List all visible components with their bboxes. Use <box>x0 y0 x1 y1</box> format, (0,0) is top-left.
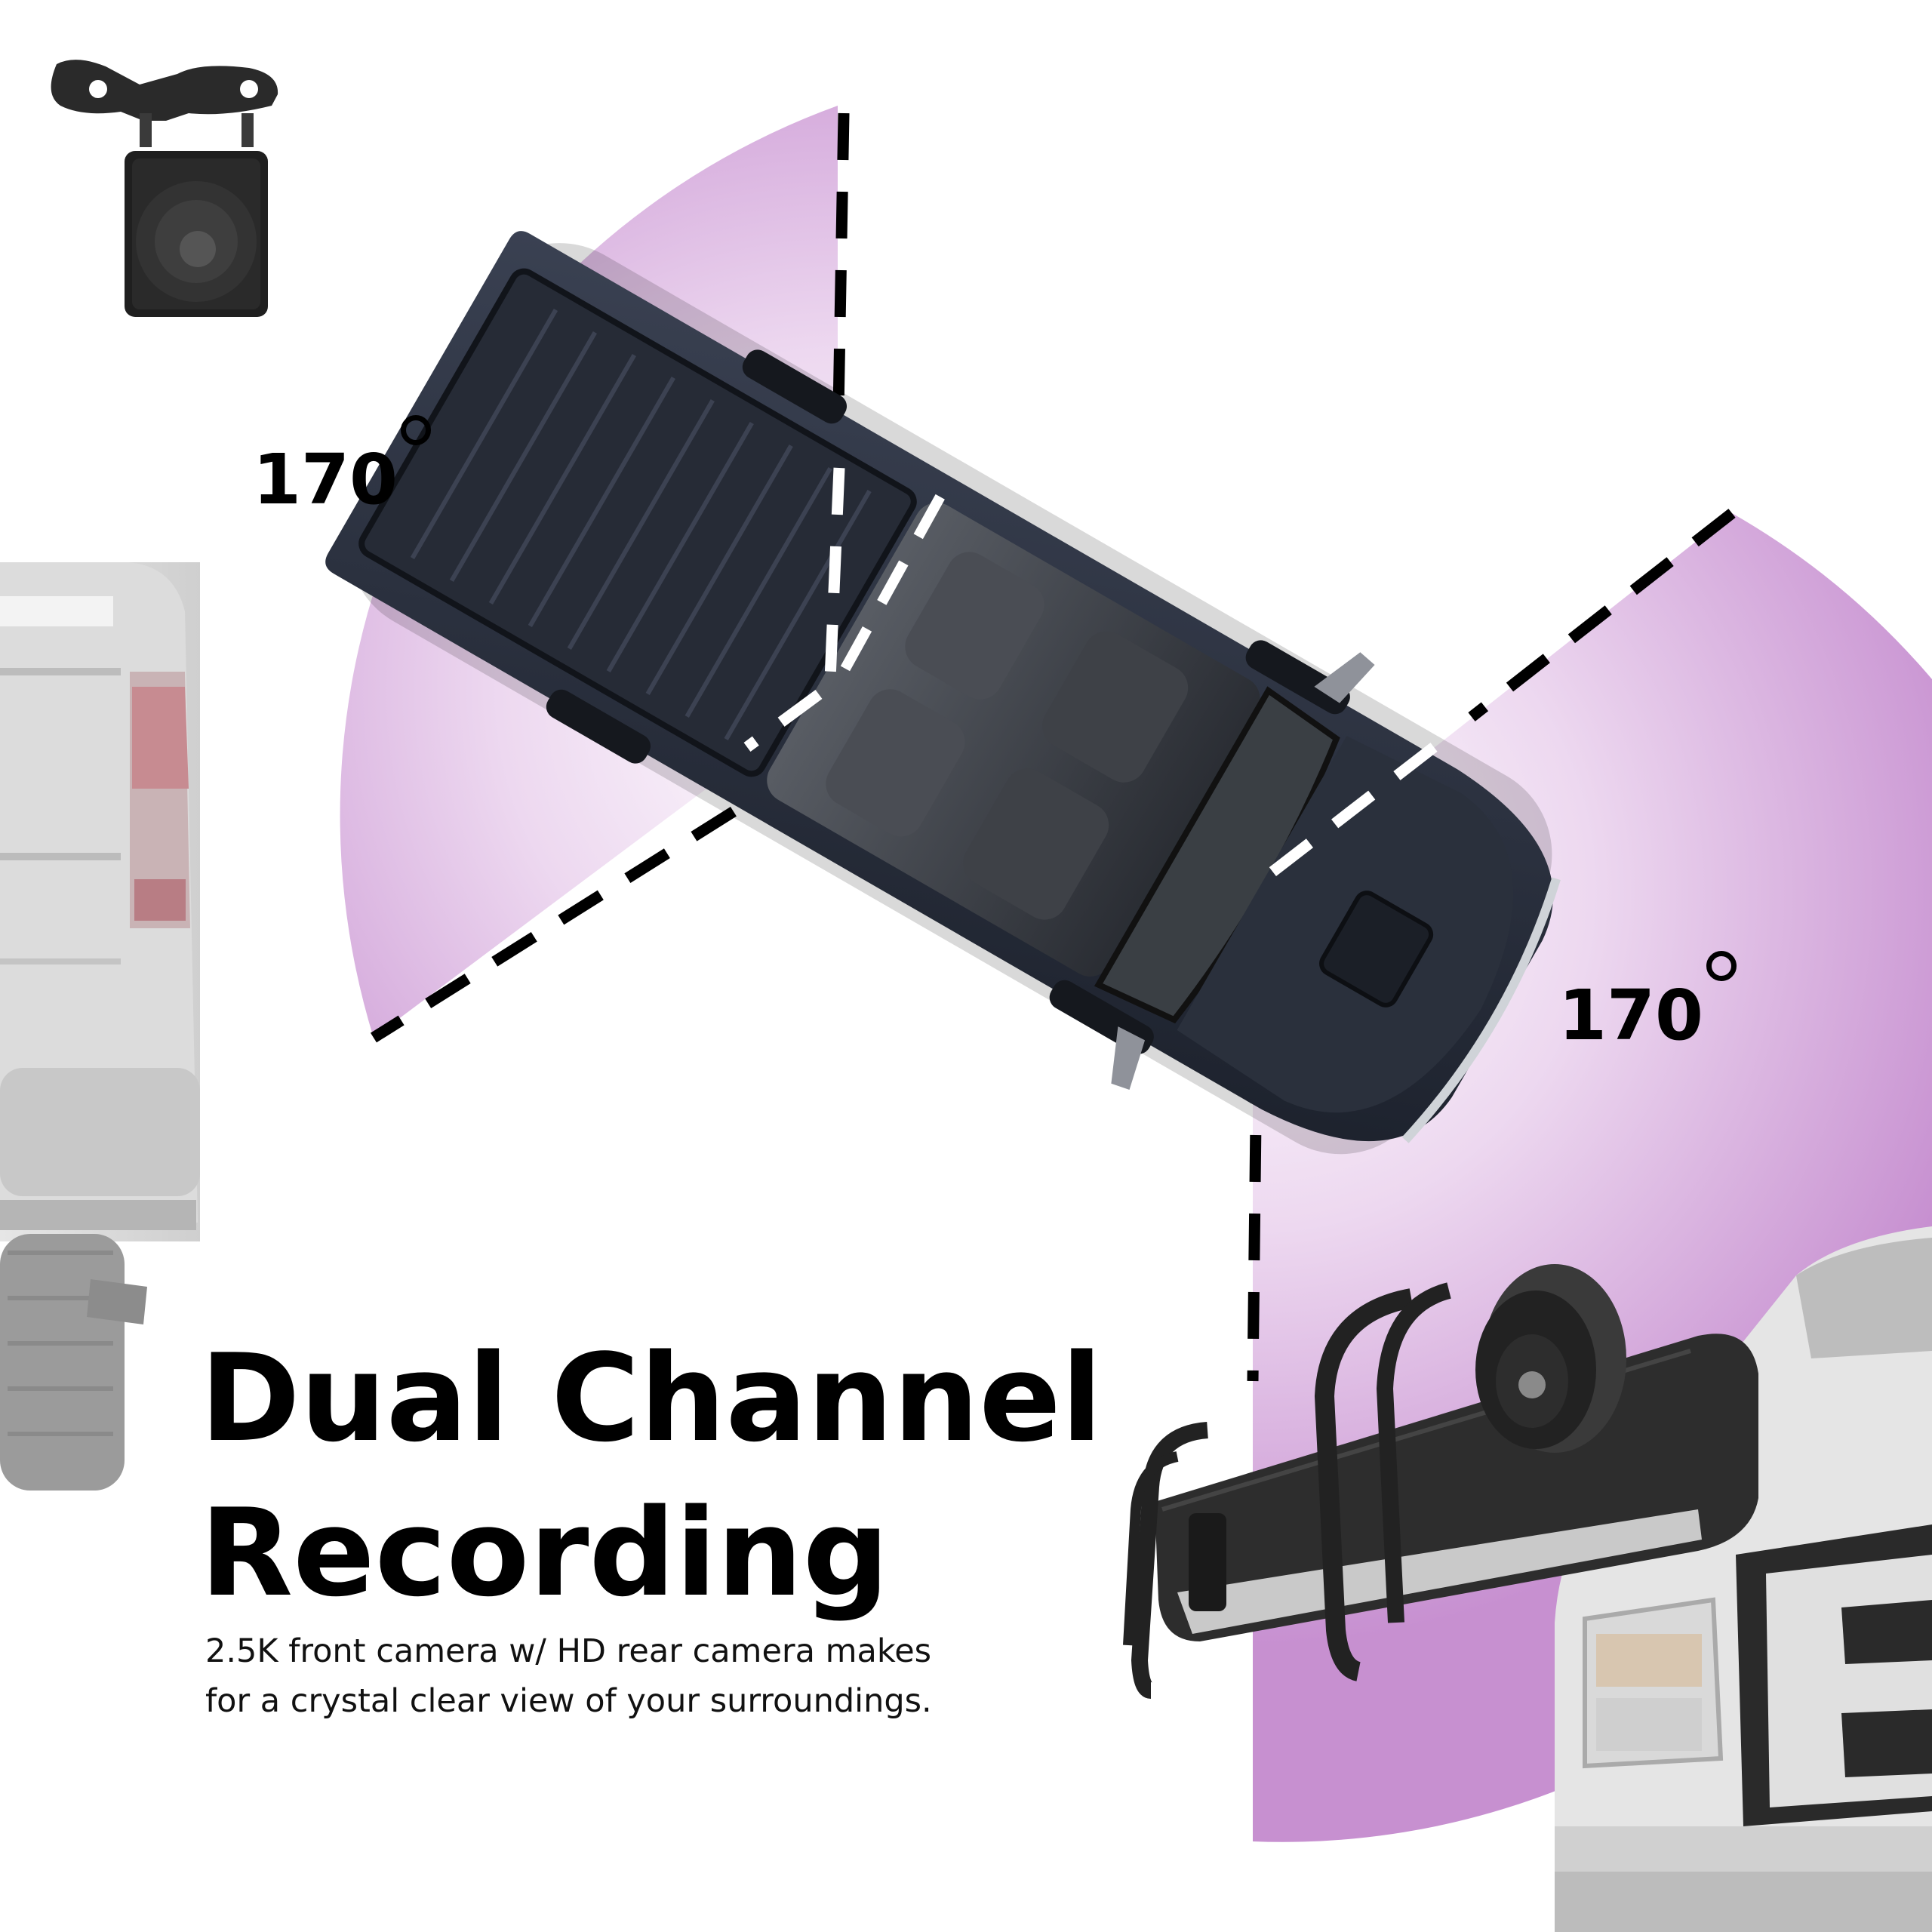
rear-fov-angle-label: 170 <box>253 415 432 515</box>
description-text: 2.5K front camera w/ HD rear camera make… <box>205 1626 1073 1726</box>
headline-line-2: Recording <box>200 1482 890 1623</box>
headline-line-1: Dual Channel <box>200 1327 1103 1469</box>
parked-truck-front <box>1555 1226 1932 1932</box>
mirror-dashcam-product <box>1123 1264 1758 1699</box>
fov-lines-over-truck <box>743 467 1438 880</box>
front-fov-angle-label: 170 <box>1558 951 1737 1051</box>
parked-truck-rear <box>0 562 200 1491</box>
rear-fov-value: 170 <box>253 439 398 520</box>
pickup-truck-top-view <box>325 231 1561 1155</box>
fov-boundary-lines <box>371 112 1736 1382</box>
degree-circle-icon <box>401 415 432 445</box>
description-line-2: for a crystal clear view of your surroun… <box>205 1682 932 1720</box>
front-fov-value: 170 <box>1558 975 1704 1056</box>
headline: Dual Channel Recording <box>200 1321 1143 1630</box>
rear-camera-product <box>51 60 278 317</box>
description-line-1: 2.5K front camera w/ HD rear camera make… <box>205 1632 932 1670</box>
degree-circle-icon <box>1706 951 1737 981</box>
